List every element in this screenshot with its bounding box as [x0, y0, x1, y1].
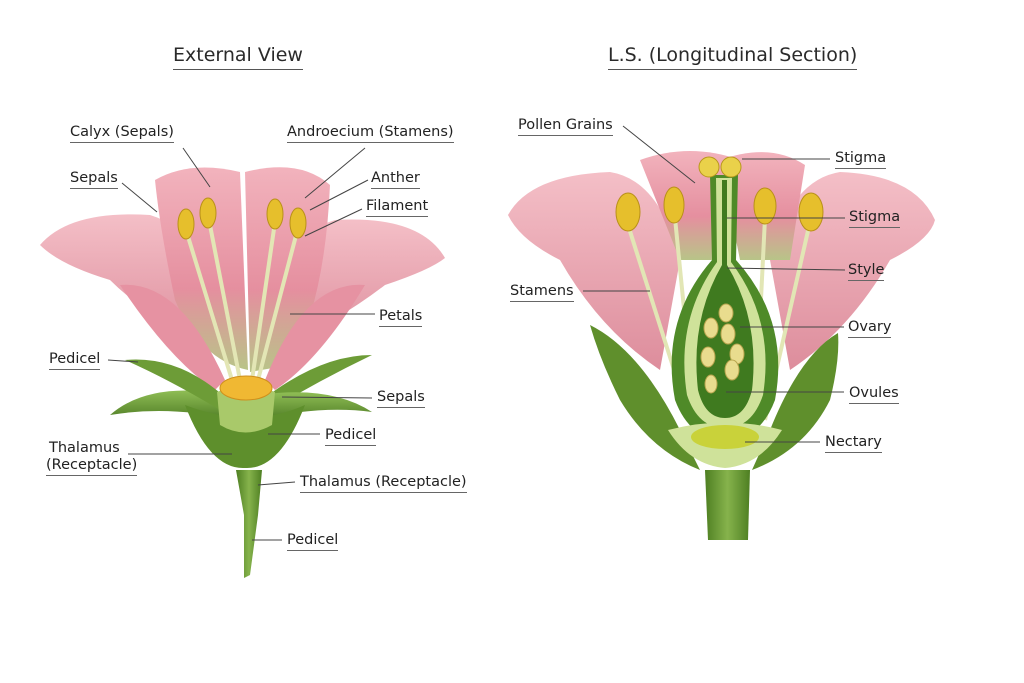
label-ovary: Ovary: [848, 319, 892, 338]
label-filament: Filament: [366, 198, 429, 217]
label-stamens: Stamens: [510, 283, 574, 302]
label-stigma-top: Stigma: [835, 150, 887, 169]
label-sepals-top: Sepals: [70, 170, 118, 189]
label-pollen-grains: Pollen Grains: [518, 117, 613, 136]
longitudinal-section-illustration: [508, 151, 935, 540]
label-androecium: Androecium (Stamens): [287, 124, 454, 143]
label-calyx: Calyx (Sepals): [70, 124, 174, 143]
label-style: Style: [848, 262, 885, 281]
label-stigma-mid: Stigma: [849, 209, 901, 228]
external-flower-illustration: [40, 167, 445, 578]
label-thalamus-left-line2: (Receptacle): [46, 457, 138, 476]
external-view-title: External View: [173, 44, 303, 70]
label-anther: Anther: [371, 170, 420, 189]
label-pedicel-bottom: Pedicel: [287, 532, 339, 551]
label-ovules: Ovules: [849, 385, 899, 404]
label-pedicel-left: Pedicel: [49, 351, 101, 370]
label-nectary: Nectary: [825, 434, 882, 453]
label-petals: Petals: [379, 308, 423, 327]
leader-lines: [107, 125, 846, 541]
label-thalamus-right: Thalamus (Receptacle): [300, 474, 467, 493]
label-thalamus-left: Thalamus (Receptacle): [46, 440, 138, 476]
longitudinal-section-title: L.S. (Longitudinal Section): [608, 44, 858, 70]
label-sepals-right: Sepals: [377, 389, 425, 408]
label-thalamus-left-line1: Thalamus: [49, 440, 120, 456]
label-pedicel-mid: Pedicel: [325, 427, 377, 446]
